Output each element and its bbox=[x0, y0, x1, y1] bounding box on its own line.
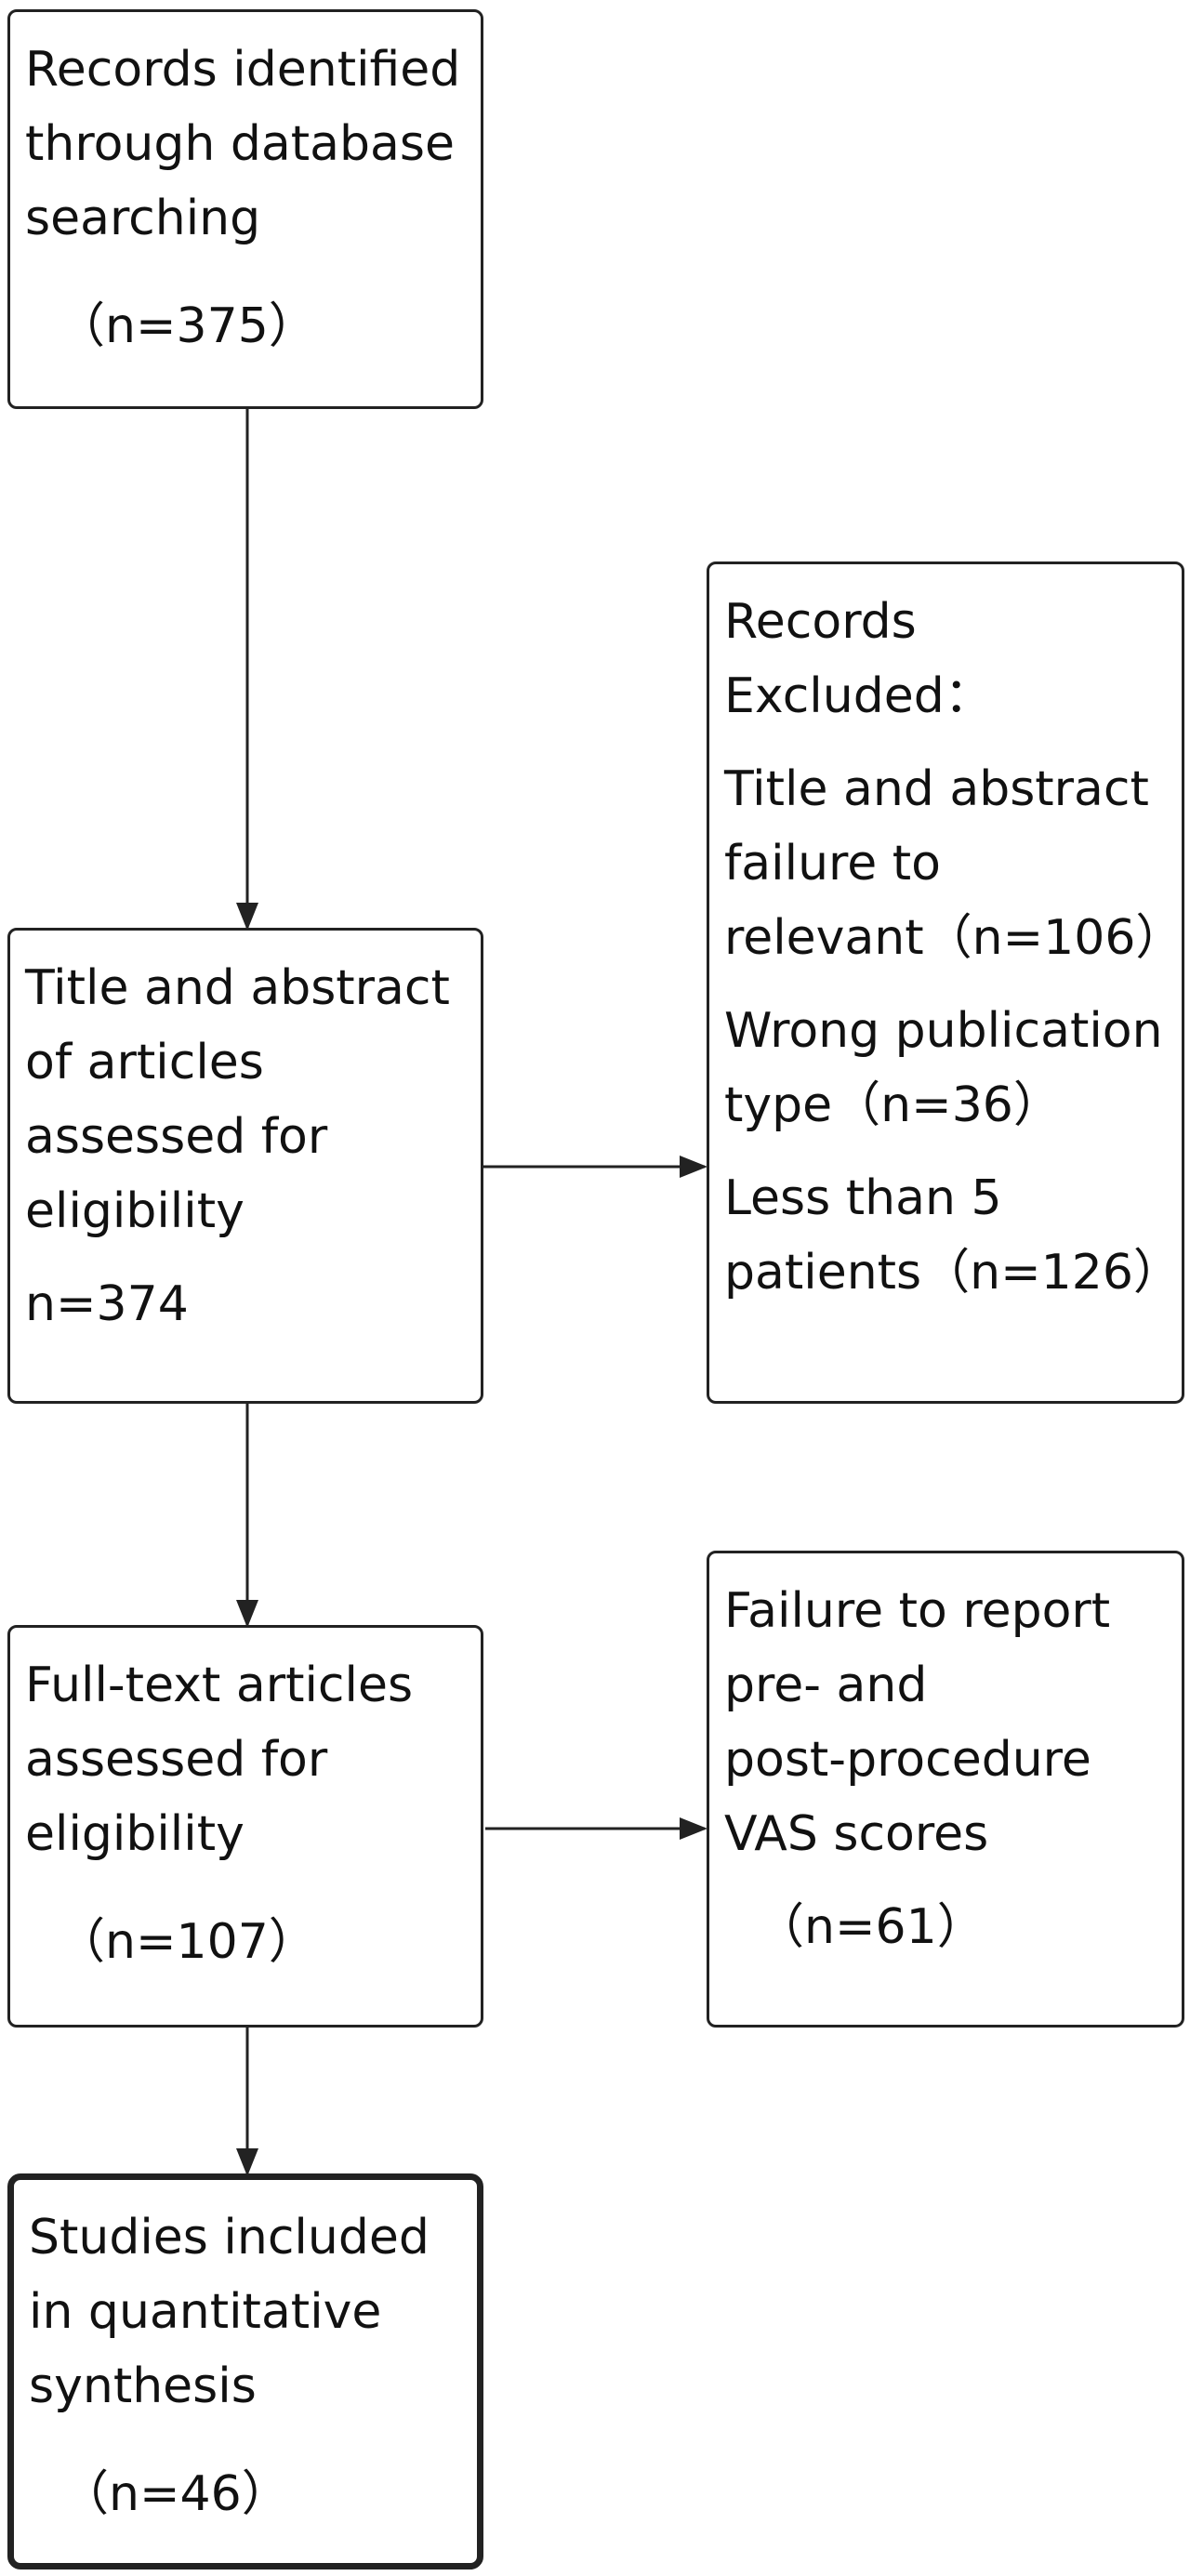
exclusion-reason-line: Wrong publication bbox=[724, 1003, 1163, 1059]
screened-line: assessed for bbox=[25, 1109, 328, 1165]
fulltext-box: Full-text articles assessed for eligibil… bbox=[7, 1625, 483, 2028]
fulltext-count: （n=107） bbox=[57, 1914, 317, 1970]
included-line: in quantitative bbox=[29, 2284, 382, 2340]
exclusion-reason-line: patients（n=126） bbox=[724, 1245, 1182, 1301]
exclusion-reason-line: Title and abstract bbox=[724, 761, 1149, 817]
excluded-heading: Excluded： bbox=[724, 668, 993, 724]
included-box: Studies included in quantitative synthes… bbox=[7, 2173, 483, 2569]
identified-line: Records identified bbox=[25, 42, 461, 98]
screened-box: Title and abstract of articles assessed … bbox=[7, 928, 483, 1404]
exclusion-reason-line: failure to bbox=[724, 836, 941, 892]
identified-box: Records identified through database sear… bbox=[7, 9, 483, 409]
fulltext-line: assessed for bbox=[25, 1732, 328, 1788]
included-line: Studies included bbox=[29, 2210, 430, 2266]
fulltext-excluded-count: （n=61） bbox=[756, 1899, 985, 1955]
screened-count: n=374 bbox=[25, 1276, 189, 1332]
fulltext-excluded-box: Failure to report pre- and post-procedur… bbox=[707, 1551, 1184, 2028]
exclusion-reason-line: relevant（n=106） bbox=[724, 910, 1184, 966]
included-line: synthesis bbox=[29, 2358, 257, 2414]
fulltext-excluded-line: VAS scores bbox=[724, 1806, 989, 1862]
identified-line: through database bbox=[25, 116, 455, 172]
fulltext-excluded-line: post-procedure bbox=[724, 1732, 1091, 1788]
screened-line: eligibility bbox=[25, 1183, 245, 1239]
included-count: （n=46） bbox=[60, 2466, 290, 2522]
excluded-heading: Records bbox=[724, 594, 917, 650]
fulltext-excluded-line: Failure to report bbox=[724, 1583, 1111, 1639]
identified-count: （n=375） bbox=[57, 298, 317, 354]
screened-line: of articles bbox=[25, 1035, 264, 1090]
fulltext-line: eligibility bbox=[25, 1806, 245, 1862]
exclusion-reason-line: Less than 5 bbox=[724, 1170, 1002, 1226]
exclusion-reason-line: type（n=36） bbox=[724, 1077, 1062, 1133]
screened-line: Title and abstract bbox=[25, 960, 450, 1016]
identified-line: searching bbox=[25, 191, 261, 246]
fulltext-line: Full-text articles bbox=[25, 1658, 414, 1713]
fulltext-excluded-line: pre- and bbox=[724, 1658, 928, 1713]
excluded-box: Records Excluded： Title and abstract fai… bbox=[707, 561, 1184, 1404]
